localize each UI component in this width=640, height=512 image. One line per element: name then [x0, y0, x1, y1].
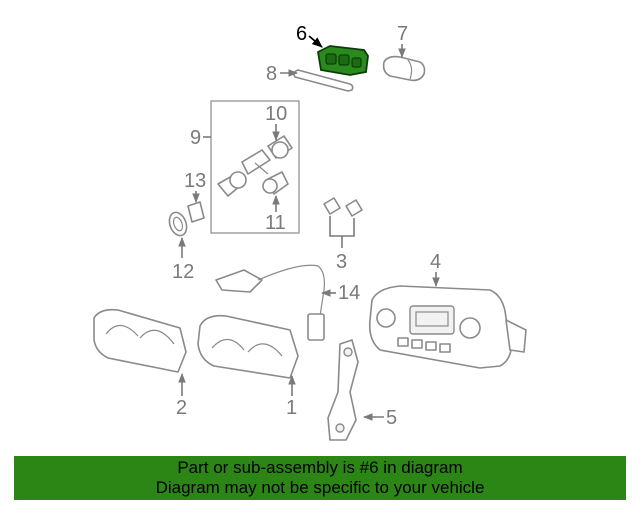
callout-9: 9 [190, 127, 201, 149]
callout-2: 2 [176, 397, 187, 419]
callout-12: 12 [172, 261, 194, 283]
callout-6: 6 [296, 23, 307, 45]
part-6-switch[interactable] [317, 45, 369, 76]
part-14-harness[interactable] [215, 264, 325, 341]
part-9-lock-set-box[interactable] [210, 100, 300, 234]
part-7-knob[interactable] [382, 55, 426, 82]
callout-7: 7 [397, 23, 408, 45]
part-3-bulbs[interactable] [323, 197, 363, 217]
banner-line-1: Part or sub-assembly is #6 in diagram [177, 458, 463, 477]
part-13-bulb[interactable] [187, 201, 205, 223]
parts-diagram: 6 7 8 9 10 11 13 12 [93, 23, 527, 441]
part-1-instrument-cluster[interactable] [197, 314, 299, 379]
callout-3: 3 [336, 251, 347, 273]
part-12-bezel-ring[interactable] [166, 210, 189, 238]
callout-10: 10 [265, 103, 287, 125]
callout-4: 4 [430, 251, 441, 273]
part-2-cluster-bezel[interactable] [93, 308, 187, 373]
callout-5: 5 [386, 407, 397, 429]
callout-14: 14 [338, 282, 360, 304]
banner-line-2: Diagram may not be specific to your vehi… [155, 478, 485, 497]
callout-8: 8 [266, 63, 277, 85]
callout-13: 13 [184, 170, 206, 192]
part-4-control-panel[interactable] [368, 285, 527, 369]
info-banner: Part or sub-assembly is #6 in diagram Di… [14, 456, 626, 500]
callout-1: 1 [286, 397, 297, 419]
part-5-bracket[interactable] [327, 339, 359, 441]
callout-11: 11 [265, 212, 286, 234]
